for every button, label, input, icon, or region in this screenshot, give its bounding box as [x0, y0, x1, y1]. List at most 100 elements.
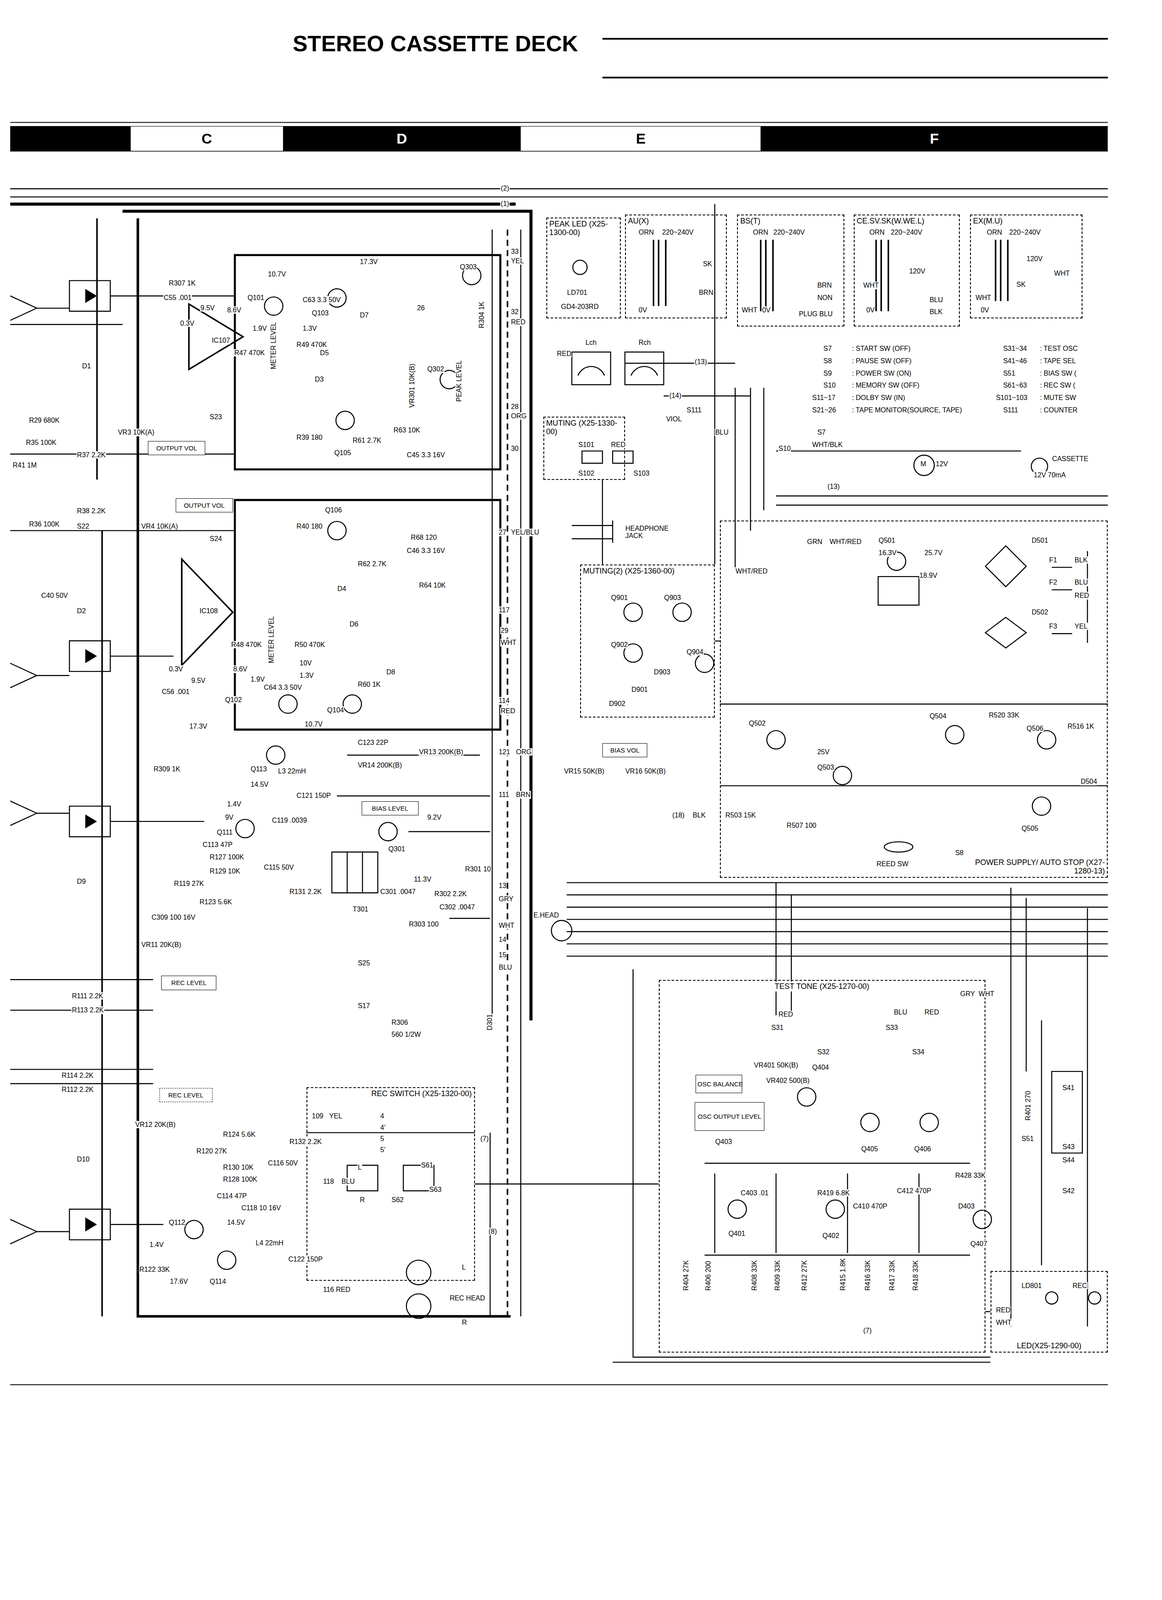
small-box: OSC OUTPUT LEVEL: [694, 1102, 765, 1132]
box-text: EX(M.U): [971, 216, 1004, 227]
part-label: 1.9V: [252, 324, 268, 333]
part-label: D504: [1080, 778, 1098, 786]
part-label: BLU: [714, 428, 729, 437]
part-label: Q405: [860, 1145, 879, 1154]
part-label: Q404: [811, 1064, 830, 1072]
jack-symbol: [572, 520, 614, 544]
box-text: MUTING(2) (X25-1360-00): [581, 566, 676, 577]
part-label: S31: [770, 1024, 784, 1033]
part-label: PEAK LEVEL: [455, 359, 464, 403]
part-label: Rch: [638, 339, 652, 347]
part-label: F2: [1048, 578, 1058, 587]
box-text: CE.SV.SK(W.WE.L): [855, 216, 926, 227]
part-label: S8: [822, 357, 833, 366]
part-label: VR11 20K(B): [141, 941, 182, 950]
part-label: D903: [653, 668, 671, 677]
part-label: D4: [336, 585, 347, 593]
part-label: R128 100K: [222, 1176, 258, 1184]
part-label: Q902: [610, 641, 629, 649]
part-label: R48 470K: [230, 641, 263, 649]
band-cell: F: [760, 126, 1108, 151]
part-label: R428 33K: [954, 1172, 986, 1180]
module-box: POWER SUPPLY/ AUTO STOP (X27-1280-13): [719, 520, 1109, 879]
part-label: S23: [209, 413, 223, 422]
part-label: Q112: [168, 1219, 186, 1227]
part-label: Q401: [728, 1230, 746, 1239]
part-label: L4 22mH: [255, 1239, 284, 1248]
wire: [492, 229, 521, 1317]
part-label: D502: [1031, 608, 1049, 617]
part-label: R112 2.2K: [61, 1086, 94, 1095]
part-label: 10.7V: [304, 720, 324, 729]
part-label: D10: [76, 1156, 90, 1164]
wire: [336, 755, 490, 919]
part-label: WHT: [498, 922, 515, 930]
transformer-coil: [653, 239, 1009, 312]
osc-wiring: [704, 1163, 971, 1256]
part-label: 9.5V: [191, 677, 207, 685]
ic-symbol: [181, 304, 243, 666]
part-label: REC HEAD: [449, 1294, 486, 1303]
box-text: REC LEVEL: [170, 979, 209, 988]
part-label: RED: [924, 1008, 940, 1017]
part-label: C119 .0039: [271, 816, 308, 825]
part-label: 17.6V: [169, 1278, 189, 1286]
part-label: C301 .0047: [380, 888, 417, 897]
part-label: R309 1K: [153, 765, 181, 774]
part-label: 4': [380, 1124, 387, 1133]
part-label: 30: [510, 445, 520, 453]
part-label: SK: [1016, 280, 1027, 289]
part-label: R127 100K: [209, 853, 245, 862]
part-label: LD801: [1020, 1282, 1042, 1291]
part-label: (14): [668, 392, 682, 400]
shield-wire: [137, 218, 511, 1317]
part-label: 26: [416, 304, 426, 313]
part-label: ORG: [510, 412, 527, 421]
wire: [775, 882, 1088, 1328]
part-label: R401 270: [1024, 1090, 1033, 1121]
part-label: : TAPE SEL: [1039, 357, 1077, 366]
part-label: 111: [498, 791, 510, 800]
connector: [985, 1311, 991, 1313]
part-label: S103: [633, 469, 650, 478]
part-label: Q303: [459, 263, 478, 272]
part-label: R417 33K: [888, 1260, 897, 1292]
part-label: BLU: [929, 296, 944, 304]
part-label: 27: [498, 528, 508, 537]
part-label: Q901: [610, 594, 629, 602]
part-label: R302 2.2K: [433, 890, 468, 899]
motor-symbol: [914, 455, 935, 476]
part-label: : PAUSE SW (OFF): [851, 357, 912, 366]
connector: [474, 1183, 659, 1185]
part-label: D7: [359, 311, 369, 320]
part-label: 116 RED: [322, 1286, 351, 1295]
part-label: R68 120: [410, 533, 438, 542]
part-label: 0V: [865, 306, 876, 315]
bus-wire: [10, 188, 1109, 198]
channel-frame: [234, 255, 501, 730]
part-label: 14.5V: [250, 781, 269, 789]
part-label: BLK: [929, 308, 943, 316]
part-label: Q114: [209, 1278, 227, 1286]
part-label: : START SW (OFF): [851, 345, 912, 353]
part-label: 13: [498, 882, 508, 891]
part-label: R37 2.2K: [76, 451, 107, 460]
switch-symbol: [581, 451, 633, 464]
box-text: BIAS VOL: [609, 746, 641, 755]
part-label: 220~240V: [1008, 228, 1042, 237]
part-label: R123 5.6K: [199, 898, 233, 907]
part-label: S34: [911, 1048, 925, 1057]
wire: [625, 204, 764, 568]
part-label: (18): [672, 811, 685, 820]
small-box: BIAS LEVEL: [361, 801, 419, 816]
part-label: S11~17: [811, 394, 836, 402]
part-label: WHT: [500, 639, 517, 647]
part-label: Q104: [326, 706, 345, 715]
part-label: S41: [1061, 1084, 1075, 1093]
part-label: D902: [608, 700, 626, 708]
part-label: VR16 50K(B): [625, 767, 667, 776]
tape-select-switch: [1041, 1020, 1083, 1266]
part-label: 5': [380, 1146, 387, 1155]
part-label: RED: [1074, 592, 1090, 600]
part-label: VR402 500(B): [765, 1077, 810, 1086]
